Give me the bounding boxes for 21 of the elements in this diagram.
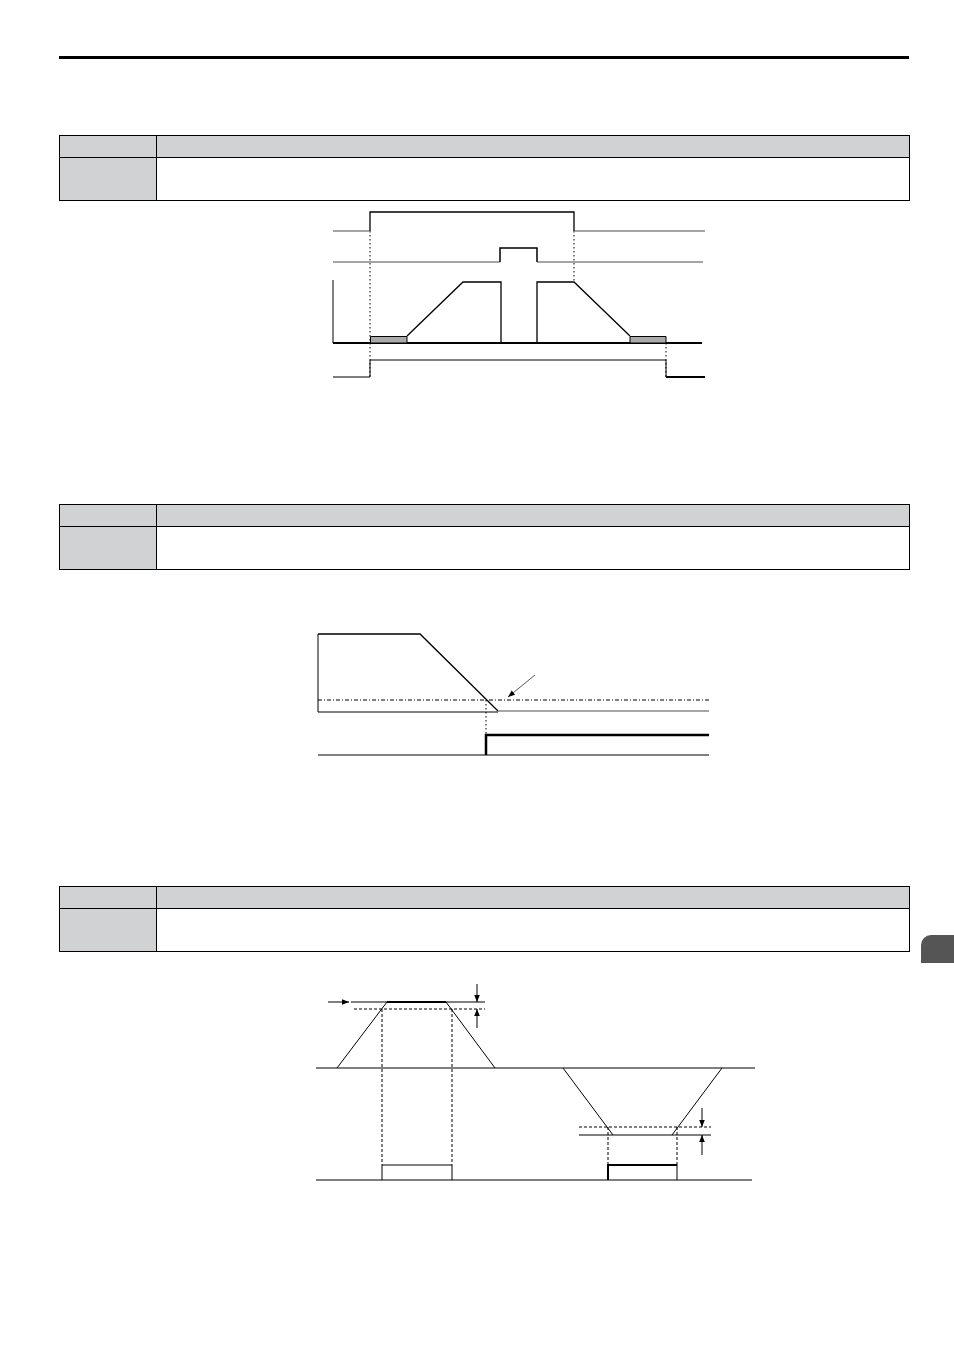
table-header-cell (60, 887, 156, 908)
table-row-header-cell (60, 179, 156, 200)
table-header-cell (157, 136, 909, 157)
table-header-cell (60, 505, 156, 526)
table-header-cell (157, 505, 909, 526)
table-row-header-cell (60, 909, 156, 930)
table-cell (157, 548, 909, 569)
table-cell (157, 909, 909, 930)
table-cell (157, 930, 909, 951)
table-cell (157, 179, 909, 200)
table (59, 135, 910, 201)
table (59, 886, 910, 952)
table-cell (157, 527, 909, 548)
table-row-header-cell (60, 930, 156, 951)
table-header-cell (157, 887, 909, 908)
table-header-cell (60, 136, 156, 157)
table-cell (157, 158, 909, 179)
table-row-header-cell (60, 158, 156, 179)
table-row-header-cell (60, 548, 156, 569)
table-row-header-cell (60, 527, 156, 548)
table (59, 504, 910, 570)
